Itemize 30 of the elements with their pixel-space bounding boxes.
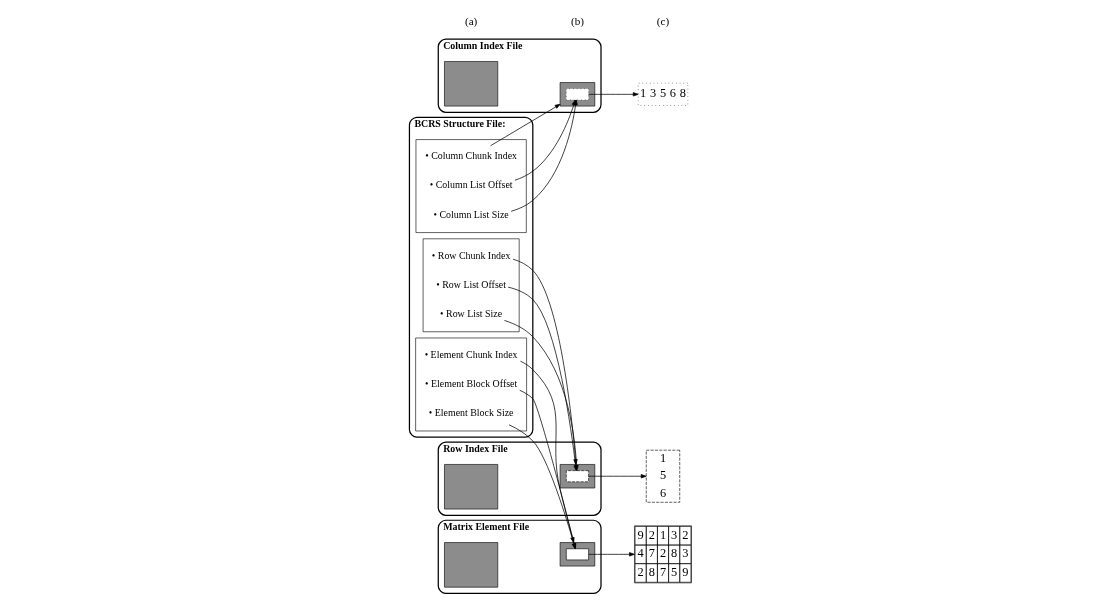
arrow bbox=[587, 92, 639, 97]
node-text: • Element Chunk Index bbox=[424, 348, 518, 360]
cluster bbox=[415, 139, 527, 233]
node-text: • Column List Size bbox=[432, 208, 509, 220]
arrow bbox=[587, 552, 635, 557]
node-box bbox=[443, 542, 498, 588]
label: (a) bbox=[464, 14, 477, 27]
node-box: 1 3 5 6 8 bbox=[637, 82, 688, 106]
arrow bbox=[587, 474, 647, 479]
node-text: • Column Chunk Index bbox=[424, 150, 517, 162]
arrow bbox=[489, 103, 560, 147]
node-box bbox=[565, 470, 589, 483]
node-text: • Row List Offset bbox=[435, 278, 506, 290]
label: (c) bbox=[656, 14, 669, 27]
node-text: • Row List Size bbox=[439, 307, 502, 319]
node-text: • Element Block Offset bbox=[424, 377, 517, 389]
cluster: Column Index File bbox=[437, 38, 602, 113]
cluster bbox=[414, 337, 527, 432]
node-box bbox=[565, 548, 589, 561]
node-box bbox=[565, 88, 589, 101]
label: (b) bbox=[570, 14, 584, 27]
node-box bbox=[443, 464, 498, 510]
cluster: Row Index File bbox=[437, 441, 602, 516]
node-box: 1 5 6 bbox=[645, 449, 680, 503]
cluster bbox=[422, 238, 519, 333]
node-text: • Row Chunk Index bbox=[431, 249, 510, 261]
node-text: • Element Block Size bbox=[428, 406, 513, 418]
node-text: • Column List Offset bbox=[429, 179, 513, 191]
cluster: Matrix Element File bbox=[437, 519, 602, 594]
node-box bbox=[443, 61, 498, 107]
